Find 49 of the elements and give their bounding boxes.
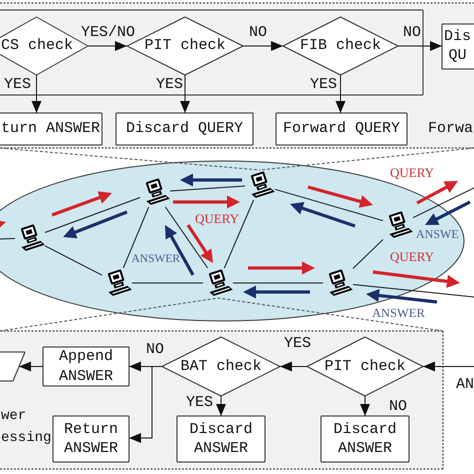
connector-line	[170, 186, 246, 192]
decision-diamond: FIB check	[282, 16, 399, 76]
arrow	[422, 362, 474, 372]
arrow	[398, 41, 442, 51]
connector-line	[44, 245, 102, 276]
connector-line	[132, 282, 204, 284]
process-box: Discard QUERY	[115, 112, 254, 146]
connector-line	[0, 238, 16, 240]
arrow	[360, 396, 370, 416]
process-box: Discard ANSWER	[320, 415, 410, 463]
arrow	[280, 362, 308, 372]
process-box: Discard ANSWER	[176, 415, 266, 463]
arrow	[88, 41, 128, 51]
message-label: QUERY	[195, 212, 240, 226]
connector-line	[352, 239, 384, 269]
process-box: Return ANSWER	[52, 415, 130, 463]
arrow	[242, 41, 284, 51]
connector-line	[164, 206, 208, 268]
arrow	[18, 362, 44, 372]
connector-line	[224, 200, 254, 268]
arrow	[216, 396, 226, 416]
arrow	[180, 74, 190, 114]
panel-title: wer essing	[1, 407, 52, 448]
connector-line	[274, 188, 384, 222]
arrow	[32, 74, 42, 114]
data-parallelogram	[0, 351, 26, 382]
process-box: Append ANSWER	[42, 346, 130, 387]
message-label: QUERY	[390, 166, 434, 180]
connector-line	[232, 282, 324, 284]
message-label: QUERY	[390, 250, 434, 264]
dashed-guide-line	[0, 298, 218, 332]
connector-line	[44, 197, 140, 233]
process-box: turn ANSWER	[0, 112, 103, 146]
arrow	[336, 74, 346, 114]
message-label: ANSWE	[416, 228, 459, 242]
detail-panel	[0, 2, 474, 149]
connector-line	[352, 284, 474, 298]
connector-line	[412, 188, 474, 218]
process-box: Forward QUERY	[275, 112, 408, 146]
arrow	[128, 366, 162, 443]
dashed-guide-line	[260, 148, 474, 170]
dashed-guide-line	[218, 298, 444, 332]
dashed-guide-line	[0, 148, 260, 170]
message-label: ANSWER	[372, 307, 425, 321]
connector-line	[122, 206, 150, 268]
process-box: Dis QU	[441, 22, 474, 70]
message-label: ANSWER	[132, 253, 180, 266]
panel-title: Forwa	[428, 119, 474, 138]
detail-panel	[0, 330, 444, 470]
